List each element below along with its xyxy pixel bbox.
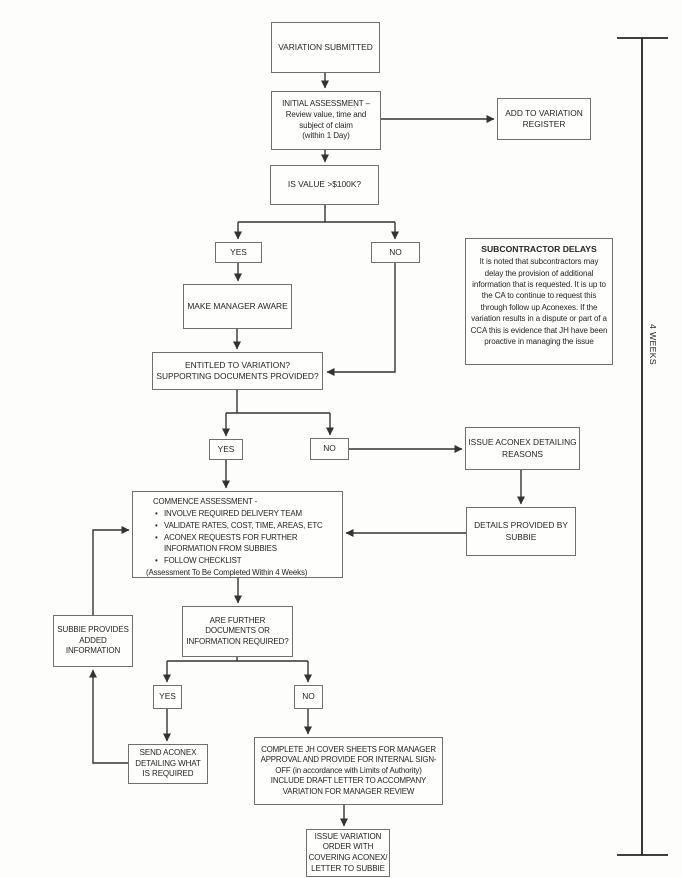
node-add-to-variation-register: ADD TO VARIATION REGISTER [497,98,591,140]
node-yes-value: YES [215,242,262,263]
node-label: ADD TO VARIATION REGISTER [505,107,583,129]
connector-subbie-to-commence [92,526,130,615]
node-label: ENTITLED TO VARIATION? SUPPORTING DOCUME… [156,359,319,381]
bullet-text: ACONEX REQUESTS FOR FURTHER INFORMATION … [164,532,298,554]
node-entitled-to-variation: ENTITLED TO VARIATION? SUPPORTING DOCUME… [152,352,323,390]
node-label: YES [217,443,235,454]
bullet-icon: • [155,508,158,518]
node-send-aconex-required: SEND ACONEX DETAILING WHAT IS REQUIRED [128,744,208,784]
bullet-text: INVOLVE REQUIRED DELIVERY TEAM [164,508,302,518]
node-label: SEND ACONEX DETAILING WHAT IS REQUIRED [135,748,201,779]
four-weeks-bracket [617,37,668,856]
bullet-text: FOLLOW CHECKLIST [164,556,242,566]
node-label: INITIAL ASSESSMENT – Review value, time … [282,99,370,141]
node-label: NO [389,246,402,257]
node-make-manager-aware: MAKE MANAGER AWARE [183,284,292,329]
connector-entitled-branch [226,390,330,414]
node-label: ISSUE VARIATION ORDER WITH COVERING ACON… [308,831,388,873]
node-initial-assessment: INITIAL ASSESSMENT – Review value, time … [271,91,381,150]
bullet-icon: • [155,532,158,542]
node-label: YES [159,691,176,702]
note-subcontractor-delays: SUBCONTRACTOR DELAYS It is noted that su… [465,238,613,365]
node-no-further: NO [294,685,323,709]
node-issue-aconex-reasons: ISSUE ACONEX DETAILING REASONS [465,427,580,470]
node-label: NO [323,443,336,454]
node-variation-submitted: VARIATION SUBMITTED [271,22,380,73]
commence-bullet: • INVOLVE REQUIRED DELIVERY TEAM [146,508,338,520]
commence-bullet: • VALIDATE RATES, COST, TIME, AREAS, ETC [146,520,338,532]
node-is-value-over-100k: IS VALUE >$100K? [270,165,379,205]
node-issue-variation-order: ISSUE VARIATION ORDER WITH COVERING ACON… [306,829,390,877]
node-label: YES [230,246,247,257]
bullet-icon: • [155,556,158,566]
node-label: VARIATION SUBMITTED [278,41,373,52]
note-title: SUBCONTRACTOR DELAYS [481,244,597,254]
node-label: MAKE MANAGER AWARE [187,300,288,311]
node-no-value: NO [371,242,420,263]
node-label: ARE FURTHER DOCUMENTS OR INFORMATION REQ… [186,615,289,646]
bullet-text: VALIDATE RATES, COST, TIME, AREAS, ETC [164,520,323,530]
node-label: NO [302,691,315,702]
node-label: COMPLETE JH COVER SHEETS FOR MANAGER APP… [260,744,437,796]
node-are-further-documents: ARE FURTHER DOCUMENTS OR INFORMATION REQ… [182,606,293,657]
commence-bullet: • FOLLOW CHECKLIST [146,555,338,567]
four-weeks-label: 4 WEEKS [648,324,658,366]
node-commence-assessment: COMMENCE ASSESSMENT - • INVOLVE REQUIRED… [132,491,343,578]
note-body: It is noted that subcontractors may dela… [470,257,608,346]
commence-bullet: • ACONEX REQUESTS FOR FURTHER INFORMATIO… [146,532,338,556]
node-yes-further: YES [153,685,182,709]
connector-no1-to-entitled [326,263,396,376]
commence-footer: (Assessment To Be Completed Within 4 Wee… [146,568,308,578]
connector-further-branch [167,657,308,662]
connector-isvalue-branch [238,205,395,223]
node-yes-entitled: YES [209,439,243,460]
commence-title: COMMENCE ASSESSMENT - [153,497,258,506]
bullet-icon: • [155,520,158,530]
node-label: DETAILS PROVIDED BY SUBBIE [474,520,568,542]
node-label: ISSUE ACONEX DETAILING REASONS [468,437,577,459]
connector-send-aconex-to-subbie [89,669,128,764]
node-subbie-provides-information: SUBBIE PROVIDES ADDED INFORMATION [53,615,133,667]
node-complete-jh-cover-sheets: COMPLETE JH COVER SHEETS FOR MANAGER APP… [254,737,443,805]
node-no-entitled: NO [310,438,349,460]
node-details-provided-by-subbie: DETAILS PROVIDED BY SUBBIE [466,507,576,556]
node-label: SUBBIE PROVIDES ADDED INFORMATION [57,625,129,656]
node-label: IS VALUE >$100K? [287,179,362,190]
